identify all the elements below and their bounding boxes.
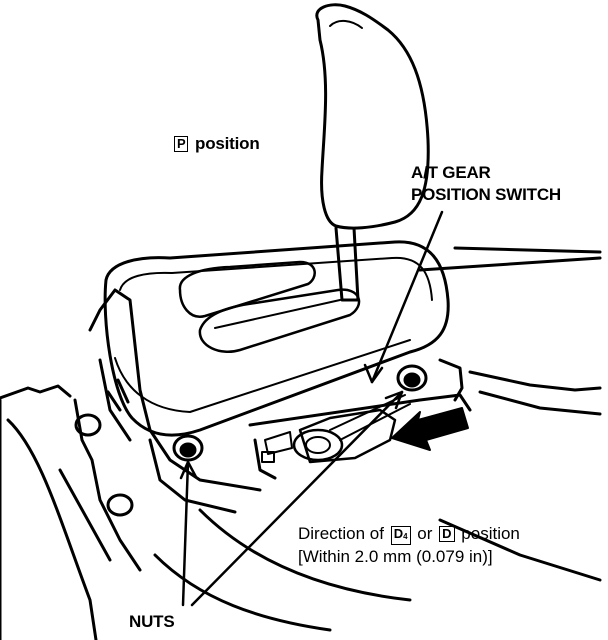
direction-label-line1: Direction of D4 or D position: [298, 522, 520, 545]
nut-left: [172, 434, 204, 462]
leader-lines: [179, 210, 444, 607]
p-position-text: position: [195, 134, 260, 153]
switch-label-line2: POSITION SWITCH: [411, 185, 562, 204]
d4-box-letter: D: [393, 526, 404, 541]
switch-label-line1: A/T GEAR: [411, 163, 491, 182]
d-box: D: [439, 526, 455, 542]
direction-prefix: Direction of: [298, 524, 384, 543]
direction-label: Direction of D4 or D position [Within 2.…: [298, 522, 520, 568]
nuts-label: NUTS: [129, 612, 175, 631]
d4-box-sub: 4: [403, 532, 408, 541]
switch-label: A/T GEAR POSITION SWITCH: [411, 162, 561, 206]
p-position-label: P position: [172, 134, 260, 154]
direction-arrow: [391, 407, 469, 451]
bolt-base-left: [74, 413, 134, 517]
shift-lever: [315, 3, 430, 302]
console-surround: [0, 246, 602, 640]
direction-suffix: position: [461, 524, 520, 543]
p-position-box: P: [174, 136, 189, 152]
indicator-cover: [103, 240, 450, 437]
d4-box: D4: [390, 526, 411, 545]
direction-or: or: [417, 524, 433, 543]
direction-tolerance: [Within 2.0 mm (0.079 in)]: [298, 547, 493, 566]
nut-right: [396, 364, 428, 392]
